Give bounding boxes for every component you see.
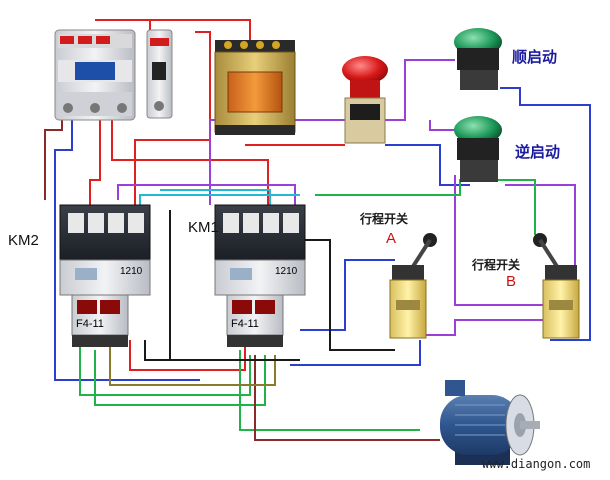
wire-olive-1 (109, 345, 276, 386)
wire-green-3 (94, 350, 266, 406)
label-switch-a: A (386, 230, 397, 247)
reverse-start-button (454, 116, 502, 182)
wire-cyan-1 (139, 194, 300, 205)
label-km2: KM2 (8, 232, 39, 249)
wire-blue-1 (54, 118, 200, 381)
label-forward-start: 顺启动 (512, 48, 558, 66)
wire-black-1 (300, 239, 395, 351)
wire-red-motor (129, 340, 246, 371)
wire-red-km2 (89, 118, 101, 210)
label-switch-b: B (506, 273, 517, 290)
circuit-breaker-1p (146, 29, 173, 119)
limit-switch-a (389, 233, 437, 339)
wire-black-2 (144, 340, 300, 361)
label-km1: KM1 (188, 219, 219, 236)
wire-green-2 (79, 345, 251, 396)
circuit-breaker-3p (54, 29, 136, 121)
contactor-model-km1: 1210 (275, 266, 298, 277)
label-limit-switch-a: 行程开关 (360, 212, 409, 226)
wire-green-1 (315, 179, 536, 235)
relay-model-km1: F4-11 (231, 318, 259, 330)
label-reverse-start: 逆启动 (515, 143, 561, 161)
website-url: www.diangon.com (482, 457, 591, 471)
limit-switch-b (533, 233, 580, 339)
transformer (214, 40, 296, 135)
wire-purple-1 (209, 59, 455, 205)
wire-red-top (150, 19, 251, 40)
wire-purple-4 (454, 175, 545, 306)
wire-red-km1 (111, 118, 269, 205)
contactor-model-km2: 1210 (120, 266, 143, 277)
forward-start-button (454, 28, 502, 90)
contactor-km2 (59, 204, 151, 347)
wire-cyan-2 (160, 189, 271, 205)
wire-purple-3 (505, 184, 576, 280)
label-limit-switch-b: 行程开关 (472, 258, 521, 272)
wire-purple-2 (429, 120, 455, 131)
wire-darkred-1 (44, 118, 63, 200)
wire-green-4 (239, 350, 420, 431)
wire-blue-2 (500, 87, 591, 341)
relay-model-km2: F4-11 (76, 318, 104, 330)
wires (44, 19, 591, 441)
wire-blue-4 (300, 259, 395, 331)
emergency-stop-button (342, 56, 388, 144)
wire-blue-5 (290, 340, 421, 366)
motor (440, 380, 540, 465)
wire-darkred-2 (254, 355, 440, 441)
contactor-km1 (214, 204, 306, 347)
